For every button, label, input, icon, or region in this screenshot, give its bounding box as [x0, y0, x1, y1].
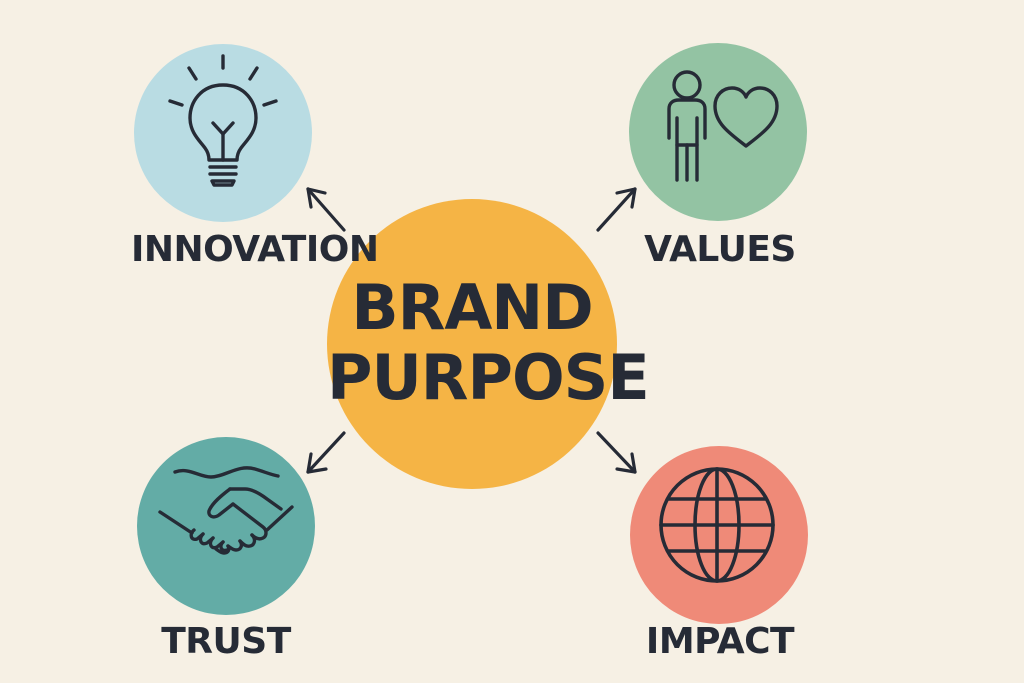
arrow-to-innovation [306, 187, 346, 232]
label-impact: IMPACT [645, 621, 795, 662]
person-heart-icon [667, 70, 779, 182]
label-trust: TRUST [161, 621, 291, 662]
label-innovation: INNOVATION [131, 229, 379, 270]
handshake-icon [158, 466, 294, 555]
label-values: VALUES [644, 229, 796, 270]
lightbulb-icon [168, 54, 278, 187]
node-values [629, 43, 807, 221]
node-impact [630, 446, 808, 624]
center-title-line1: BRAND [351, 271, 593, 344]
center-title-line2: PURPOSE [327, 341, 650, 414]
node-innovation [134, 44, 312, 222]
node-trust [137, 437, 315, 615]
center-brand-purpose: BRAND PURPOSE [327, 199, 650, 489]
globe-icon [659, 467, 775, 583]
